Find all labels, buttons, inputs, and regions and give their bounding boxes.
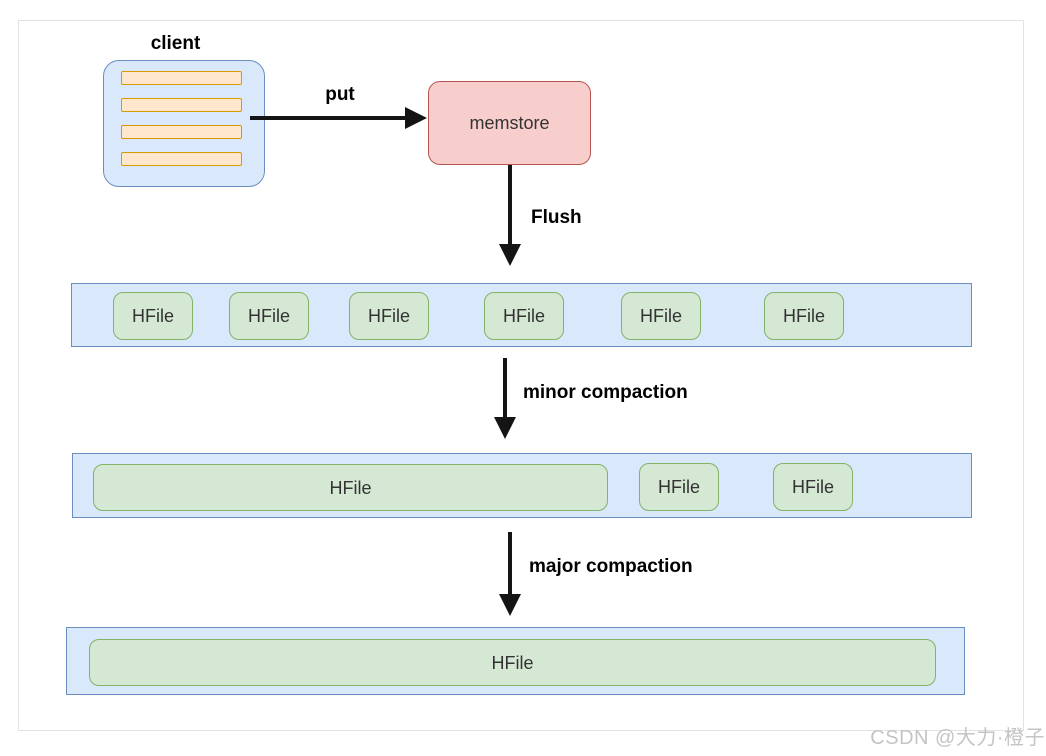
client-label: client [150, 33, 201, 54]
major-compaction-arrow-shaft [508, 532, 512, 594]
client-queue-bar [121, 71, 242, 85]
hfile-box: HFile [639, 463, 719, 511]
memstore-box: memstore [428, 81, 591, 165]
hfile-box: HFile [484, 292, 564, 340]
hfile-label: HFile [491, 652, 534, 673]
put-arrow-shaft [250, 116, 405, 120]
watermark: CSDN @大力·橙子 [870, 727, 1045, 749]
hfile-box: HFile [621, 292, 701, 340]
client-queue-bar [121, 152, 242, 166]
store-row-3: HFile [66, 627, 965, 695]
store-row-1: HFile HFile HFile HFile HFile HFile [71, 283, 972, 347]
hfile-label: HFile [791, 477, 834, 497]
flush-arrow-head [499, 244, 521, 266]
client-box [103, 60, 265, 187]
flush-arrow-shaft [508, 165, 512, 244]
hfile-box: HFile [764, 292, 844, 340]
hfile-box: HFile [229, 292, 309, 340]
hfile-box-merged: HFile [93, 464, 608, 511]
put-arrow-head [405, 107, 427, 129]
hfile-label: HFile [502, 306, 545, 326]
memstore-label: memstore [469, 113, 550, 133]
store-row-2: HFile HFile HFile [72, 453, 972, 518]
hfile-label: HFile [657, 477, 700, 497]
hfile-box: HFile [113, 292, 193, 340]
minor-compaction-label: minor compaction [523, 382, 688, 403]
major-compaction-arrow-head [499, 594, 521, 616]
minor-compaction-arrow-head [494, 417, 516, 439]
hfile-box-merged: HFile [89, 639, 936, 686]
minor-compaction-arrow-shaft [503, 358, 507, 417]
put-arrow-label: put [325, 84, 355, 105]
hfile-label: HFile [329, 477, 372, 498]
hfile-label: HFile [639, 306, 682, 326]
hfile-label: HFile [131, 306, 174, 326]
hfile-box: HFile [349, 292, 429, 340]
client-queue-bar [121, 98, 242, 112]
hfile-label: HFile [782, 306, 825, 326]
hfile-label: HFile [247, 306, 290, 326]
flush-arrow-label: Flush [531, 207, 582, 228]
major-compaction-label: major compaction [529, 556, 693, 577]
hfile-label: HFile [367, 306, 410, 326]
client-queue-bar [121, 125, 242, 139]
hfile-box: HFile [773, 463, 853, 511]
